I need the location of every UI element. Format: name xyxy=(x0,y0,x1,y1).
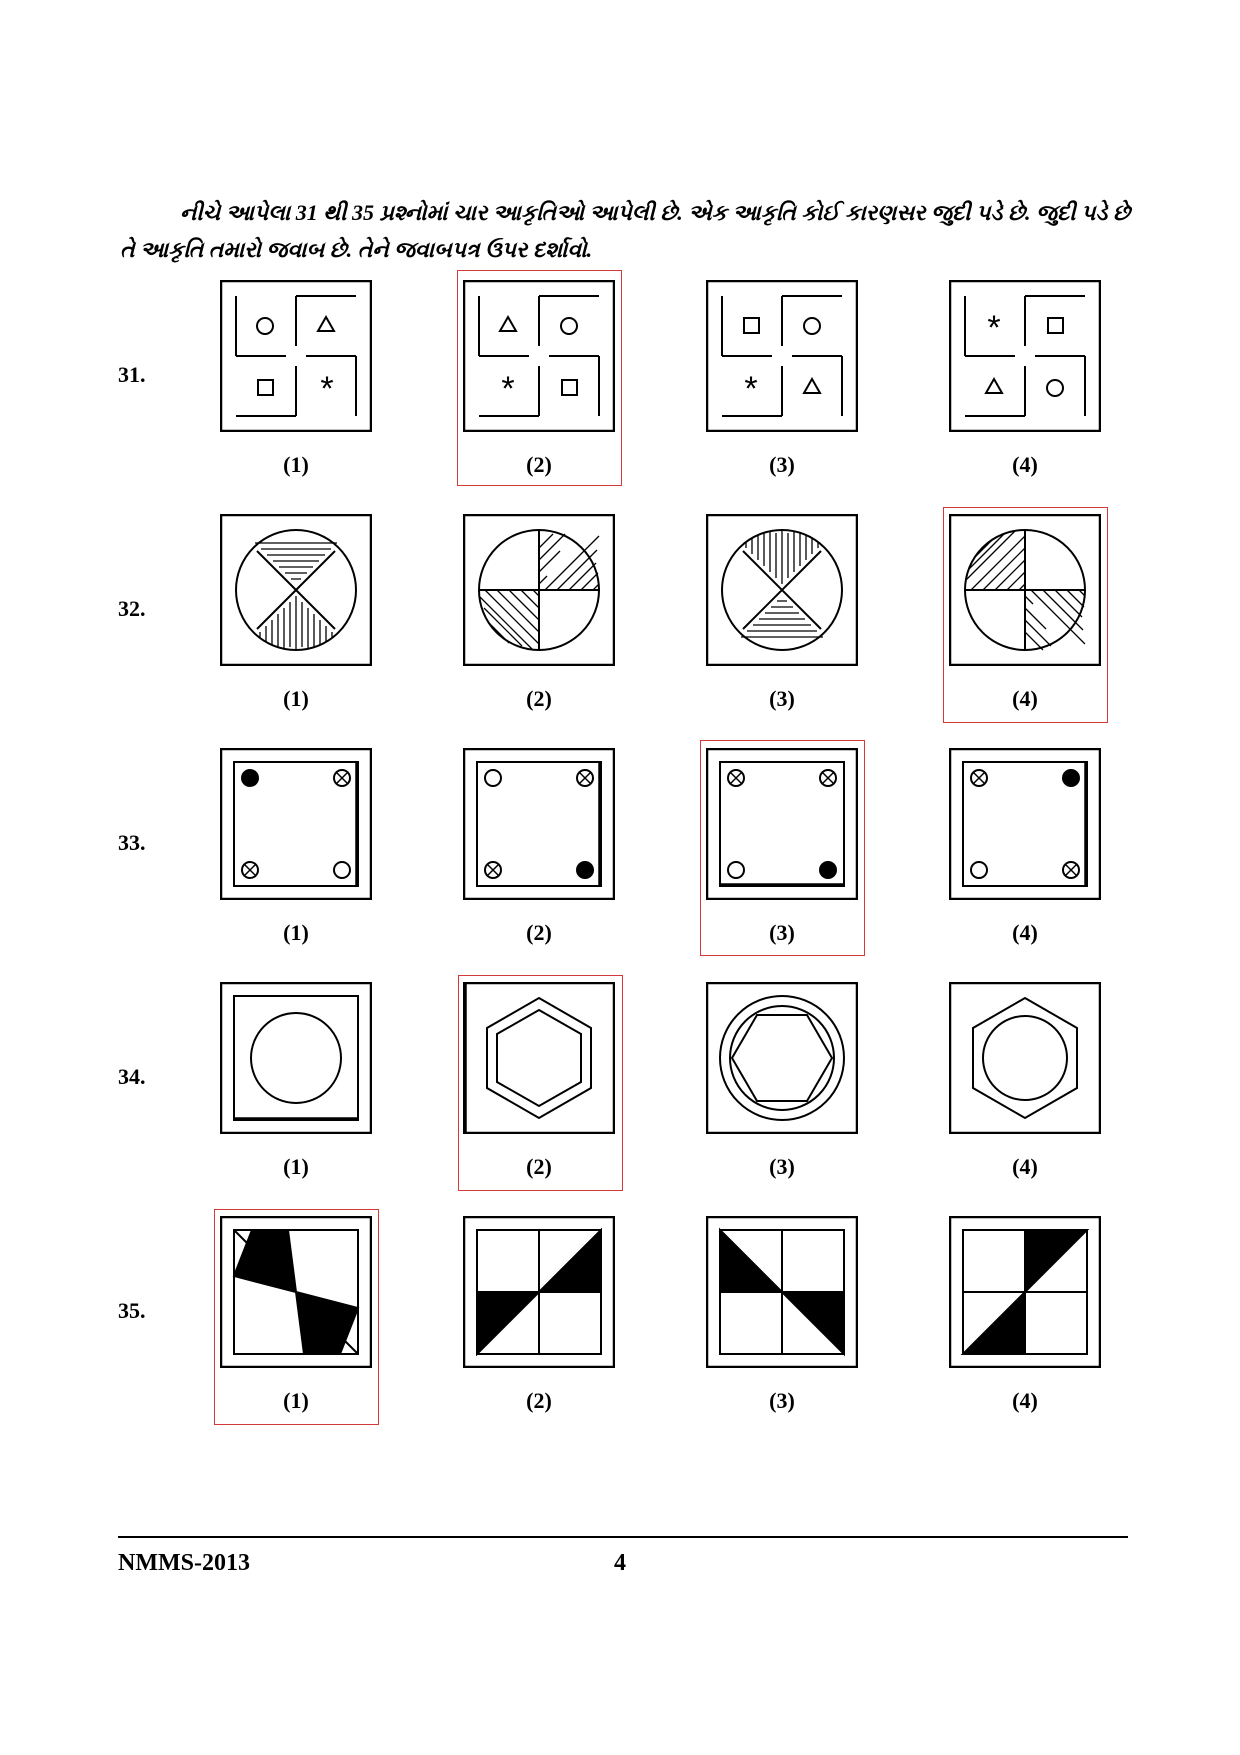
question-number-34: 34. xyxy=(118,1064,146,1089)
svg-text:*: * xyxy=(501,370,514,408)
q33-figure-3[interactable] xyxy=(706,748,858,900)
q31-answer-highlight xyxy=(457,270,622,486)
svg-text:*: * xyxy=(744,370,757,408)
q35-figure-4[interactable] xyxy=(949,1216,1101,1368)
q33-answer-highlight xyxy=(700,740,865,956)
q32-figure-2[interactable] xyxy=(463,514,615,666)
q35-option-3-label: (3) xyxy=(769,1388,795,1413)
q31-figure-3[interactable]: * xyxy=(706,280,858,432)
q33-option-2-label: (2) xyxy=(526,920,552,945)
q34-figure-4[interactable] xyxy=(949,982,1101,1134)
q32-option-1-label: (1) xyxy=(283,686,309,711)
q32-option-4-label: (4) xyxy=(1012,686,1038,711)
svg-text:*: * xyxy=(987,309,1000,347)
q34-figure-3[interactable] xyxy=(706,982,858,1134)
q35-figure-1[interactable] xyxy=(220,1216,372,1368)
q31-option-3-label: (3) xyxy=(769,452,795,477)
q34-figure-1[interactable] xyxy=(220,982,372,1134)
q32-option-2-label: (2) xyxy=(526,686,552,711)
q33-figure-1[interactable] xyxy=(220,748,372,900)
q35-option-1-label: (1) xyxy=(283,1388,309,1413)
q34-answer-highlight xyxy=(458,975,623,1191)
q31-figure-1[interactable]: * xyxy=(220,280,372,432)
q35-option-4-label: (4) xyxy=(1012,1388,1038,1413)
q35-answer-highlight xyxy=(214,1209,379,1425)
q34-option-3-label: (3) xyxy=(769,1154,795,1179)
question-number-32: 32. xyxy=(118,596,146,621)
question-number-35: 35. xyxy=(118,1298,146,1323)
q32-figure-1[interactable] xyxy=(220,514,372,666)
q34-figure-2[interactable] xyxy=(463,982,615,1134)
q32-figure-4[interactable] xyxy=(949,514,1101,666)
q33-figure-2[interactable] xyxy=(463,748,615,900)
q33-option-1-label: (1) xyxy=(283,920,309,945)
question-number-33: 33. xyxy=(118,830,146,855)
q31-option-2-label: (2) xyxy=(526,452,552,477)
footer-rule xyxy=(118,1536,1128,1538)
q35-figure-2[interactable] xyxy=(463,1216,615,1368)
q34-option-4-label: (4) xyxy=(1012,1154,1038,1179)
svg-text:*: * xyxy=(320,370,333,408)
q33-option-3-label: (3) xyxy=(769,920,795,945)
q31-option-4-label: (4) xyxy=(1012,452,1038,477)
q32-figure-3[interactable] xyxy=(706,514,858,666)
q32-option-3-label: (3) xyxy=(769,686,795,711)
q34-option-2-label: (2) xyxy=(526,1154,552,1179)
q31-option-1-label: (1) xyxy=(283,452,309,477)
q35-figure-3[interactable] xyxy=(706,1216,858,1368)
q34-option-1-label: (1) xyxy=(283,1154,309,1179)
footer-page-number: 4 xyxy=(614,1550,626,1576)
footer-exam-code: NMMS-2013 xyxy=(118,1550,250,1576)
question-number-31: 31. xyxy=(118,362,146,387)
q33-figure-4[interactable] xyxy=(949,748,1101,900)
q31-figure-4[interactable]: * xyxy=(949,280,1101,432)
instructions-paragraph: નીચે આપેલા 31 થી 35 પ્રશ્નોમાં ચાર આકૃતિ… xyxy=(120,200,1130,262)
q31-figure-2[interactable]: * xyxy=(463,280,615,432)
q35-option-2-label: (2) xyxy=(526,1388,552,1413)
q32-answer-highlight xyxy=(943,507,1108,723)
q33-option-4-label: (4) xyxy=(1012,920,1038,945)
